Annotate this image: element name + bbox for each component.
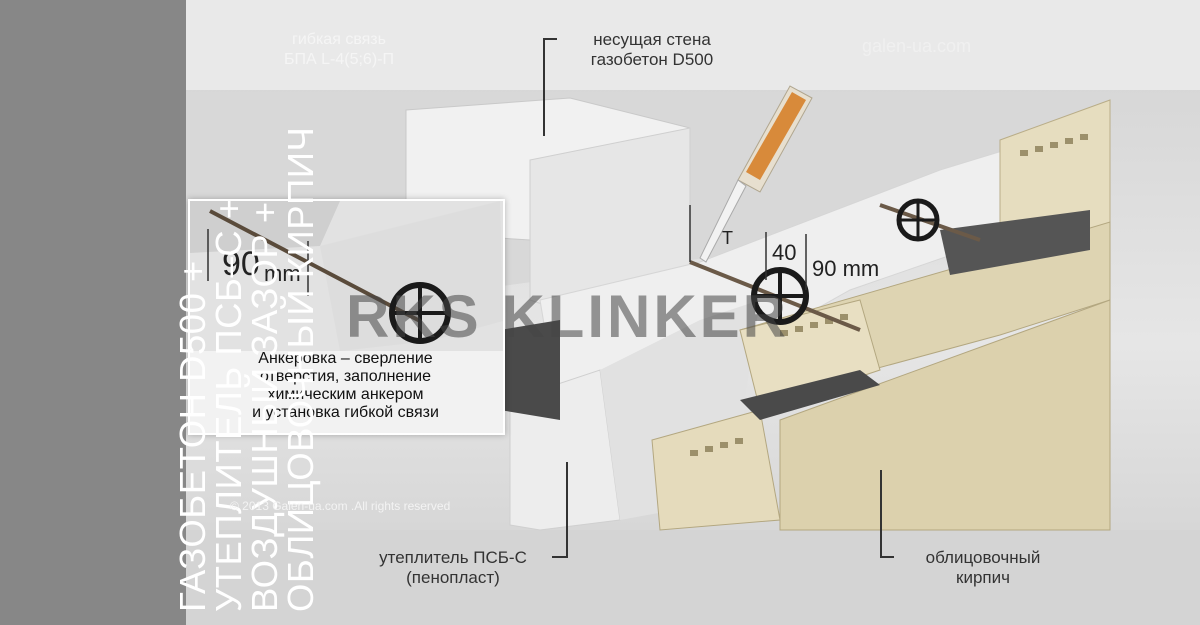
inset-dim-90: 90: [222, 245, 260, 283]
flexible-tie-rod-2: [879, 203, 981, 242]
facing-brick-wall: [651, 99, 1111, 531]
leader-bearing-wall-v: [543, 38, 545, 136]
inset-caption: Анкеровка – сверление отверстия, заполне…: [252, 350, 439, 421]
brick-holes: [690, 134, 1088, 456]
copyright: © 2013 Galen-ua.com .All rights reserved: [230, 499, 451, 513]
label-bearing-wall: несущая стена газобетон D500: [590, 30, 714, 69]
chemical-anchor-cartridge: [699, 85, 813, 263]
leader-insulation-h: [552, 556, 566, 558]
dim-label-90: 90 mm: [812, 256, 880, 281]
background-top: [186, 0, 1200, 90]
inset-illustration: [190, 201, 503, 433]
dim-label-40: 40: [772, 240, 797, 265]
leader-insulation-v: [566, 462, 568, 558]
mortar-bed-top: [940, 210, 1090, 275]
label-insulation: утеплитель ПСБ-С (пенопласт): [379, 548, 527, 587]
inset-dim-mm: mm: [264, 261, 301, 286]
label-flexible-tie: гибкая связь БПА L-4(5;6)-П: [284, 31, 394, 68]
sidebar: [0, 0, 186, 625]
leader-facing-brick-h: [880, 556, 894, 558]
anchoring-detail-inset: 90 mm: [188, 199, 505, 435]
label-facing-brick: облицовочный кирпич: [925, 548, 1041, 587]
background-bottom: [186, 530, 1200, 625]
mortar-strip: [500, 320, 560, 420]
site-url: galen-ua.com: [862, 36, 972, 56]
side-title: ГАЗОБЕТОН D500 + УТЕПЛИТЕЛЬ ПСБ–С + ВОЗД…: [172, 126, 321, 612]
brand-watermark: RKS KLINKER: [346, 283, 790, 350]
leader-bearing-wall-h: [543, 38, 557, 40]
dim-label-T: T: [722, 228, 733, 248]
leader-facing-brick-v: [880, 470, 882, 558]
